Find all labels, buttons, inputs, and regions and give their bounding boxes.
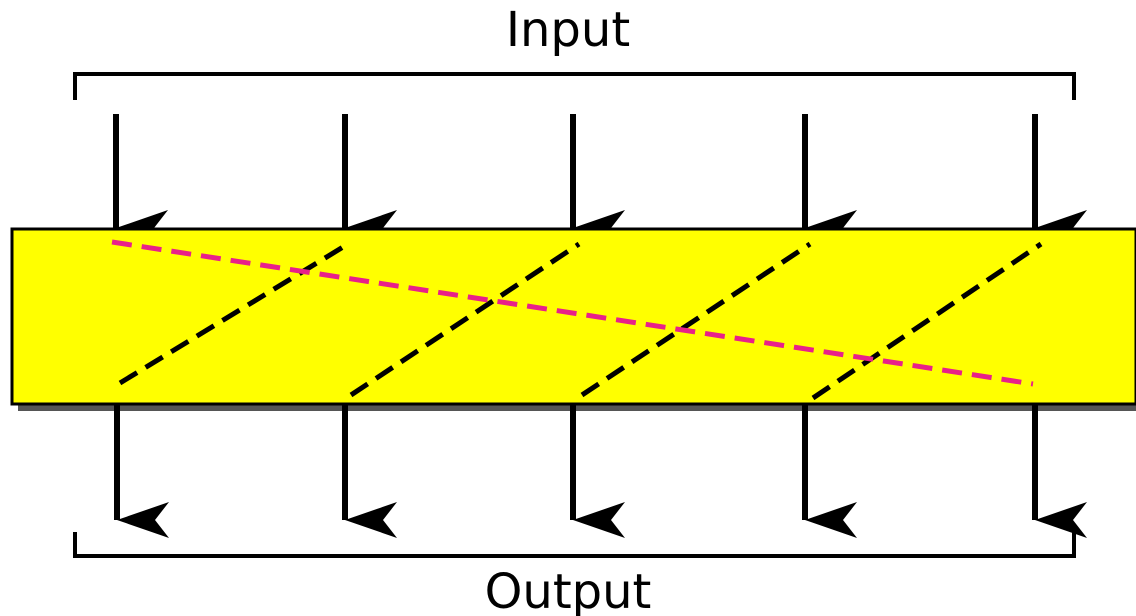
input-label: Input: [506, 2, 630, 58]
input-bracket: [73, 72, 1076, 100]
yellow-box: [10, 227, 1136, 406]
input-arrows: [113, 114, 1087, 246]
output-label: Output: [485, 564, 652, 616]
diagonal-line-1: [118, 241, 350, 386]
diagonal-dashed-lines: [118, 241, 1043, 401]
output-bracket: [73, 532, 1076, 558]
diagonal-line-4: [811, 241, 1043, 401]
diagonal-line-3: [580, 241, 812, 398]
output-arrows: [114, 404, 1087, 538]
highlight-dashed-line: [111, 239, 1034, 387]
diagonal-line-2: [349, 241, 581, 398]
